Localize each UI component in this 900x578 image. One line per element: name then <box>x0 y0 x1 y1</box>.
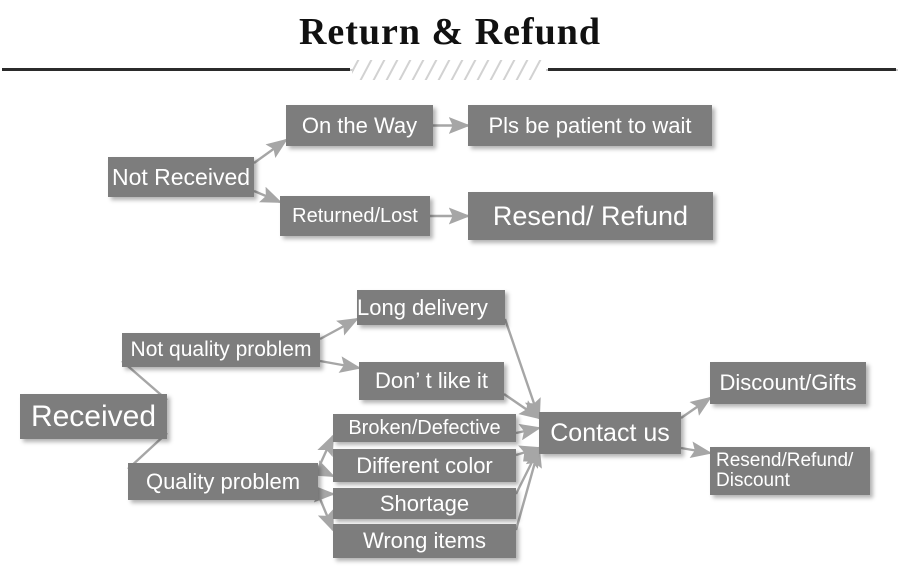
connector-contact-us-to-discount-gifts <box>680 396 712 419</box>
flow-node-shortage[interactable]: Shortage <box>333 488 516 519</box>
flow-node-label: Long delivery <box>357 294 488 320</box>
flow-node-label: Different color <box>356 452 493 478</box>
diagonal-hatch-divider-icon <box>352 60 542 80</box>
hatch-tick <box>475 60 491 80</box>
connector-contact-us-to-resend-refund-discount <box>680 441 713 459</box>
hatch-tick <box>352 60 361 80</box>
hatch-tick <box>462 60 478 80</box>
flow-node-label: Shortage <box>379 490 470 516</box>
flow-node-dont-like[interactable]: Don’ t like it <box>359 362 504 400</box>
connector-not-received-to-returned-lost <box>253 186 283 204</box>
connector-not-quality-to-long-delivery <box>319 317 360 341</box>
flow-node-returned-lost[interactable]: Returned/Lost <box>280 196 430 236</box>
connector-not-quality-to-dont-like <box>319 356 362 373</box>
flow-node-different-color[interactable]: Different color <box>333 449 516 482</box>
flow-node-label: Not quality problem <box>130 337 312 361</box>
flow-node-discount-gifts[interactable]: Discount/Gifts <box>710 362 866 404</box>
flow-node-label: Don’ t like it <box>375 368 488 394</box>
hatch-tick <box>449 60 465 80</box>
hatch-tick <box>501 60 517 80</box>
flow-node-contact-us[interactable]: Contact us <box>539 412 681 454</box>
hatch-tick <box>410 60 426 80</box>
hatch-tick <box>436 60 452 80</box>
connector-quality-to-wrong-items <box>316 493 335 533</box>
flow-node-label: Returned/Lost <box>292 204 418 227</box>
hatch-tick <box>371 60 387 80</box>
connector-long-delivery-to-contact-us <box>503 318 541 421</box>
flow-node-not-received[interactable]: Not Received <box>108 157 254 197</box>
flow-node-quality[interactable]: Quality problem <box>128 463 318 500</box>
hatch-tick <box>384 60 400 80</box>
flow-node-label: Discount/Gifts <box>719 370 857 396</box>
flow-node-wrong-items[interactable]: Wrong items <box>333 524 516 558</box>
connector-wrong-items-to-contact-us <box>514 445 542 531</box>
hatch-tick <box>514 60 530 80</box>
flow-node-label: Received <box>30 399 157 433</box>
connector-quality-to-broken <box>316 433 335 470</box>
flow-node-long-delivery[interactable]: Long delivery <box>357 290 505 325</box>
connector-quality-to-different-color <box>312 460 336 478</box>
divider-line-right <box>548 68 896 71</box>
hatch-tick <box>527 60 542 80</box>
connector-not-received-to-on-the-way <box>253 138 288 164</box>
flow-node-on-the-way[interactable]: On the Way <box>286 105 433 146</box>
flow-node-broken[interactable]: Broken/Defective <box>333 414 516 442</box>
flow-node-label: Contact us <box>550 418 670 447</box>
flow-node-label: Pls be patient to wait <box>488 112 692 138</box>
flow-node-label: Wrong items <box>362 528 487 554</box>
hatch-tick <box>358 60 374 80</box>
page-title: Return & Refund <box>298 11 602 53</box>
connector-different-color-to-contact-us <box>515 445 542 462</box>
flow-node-label: On the Way <box>301 112 418 138</box>
hatch-tick <box>423 60 439 80</box>
flow-node-received[interactable]: Received <box>20 394 167 439</box>
flow-node-label: Quality problem <box>145 468 301 494</box>
flow-node-pls-wait[interactable]: Pls be patient to wait <box>468 105 712 146</box>
flow-node-label: Broken/Defective <box>348 416 501 439</box>
hatch-tick <box>397 60 413 80</box>
hatch-tick <box>488 60 504 80</box>
connector-broken-to-contact-us <box>515 423 542 441</box>
flow-node-resend-refund[interactable]: Resend/ Refund <box>468 192 713 240</box>
divider-line-left <box>2 68 350 71</box>
connector-shortage-to-contact-us <box>514 445 541 495</box>
flow-node-label: Resend/ Refund <box>492 200 689 231</box>
flow-node-label: Not Received <box>111 163 251 190</box>
flow-node-not-quality[interactable]: Not quality problem <box>122 333 320 367</box>
flow-node-resend-refund-discount[interactable]: Resend/Refund/ Discount <box>710 447 870 495</box>
flow-node-label: Resend/Refund/ Discount <box>716 450 854 491</box>
